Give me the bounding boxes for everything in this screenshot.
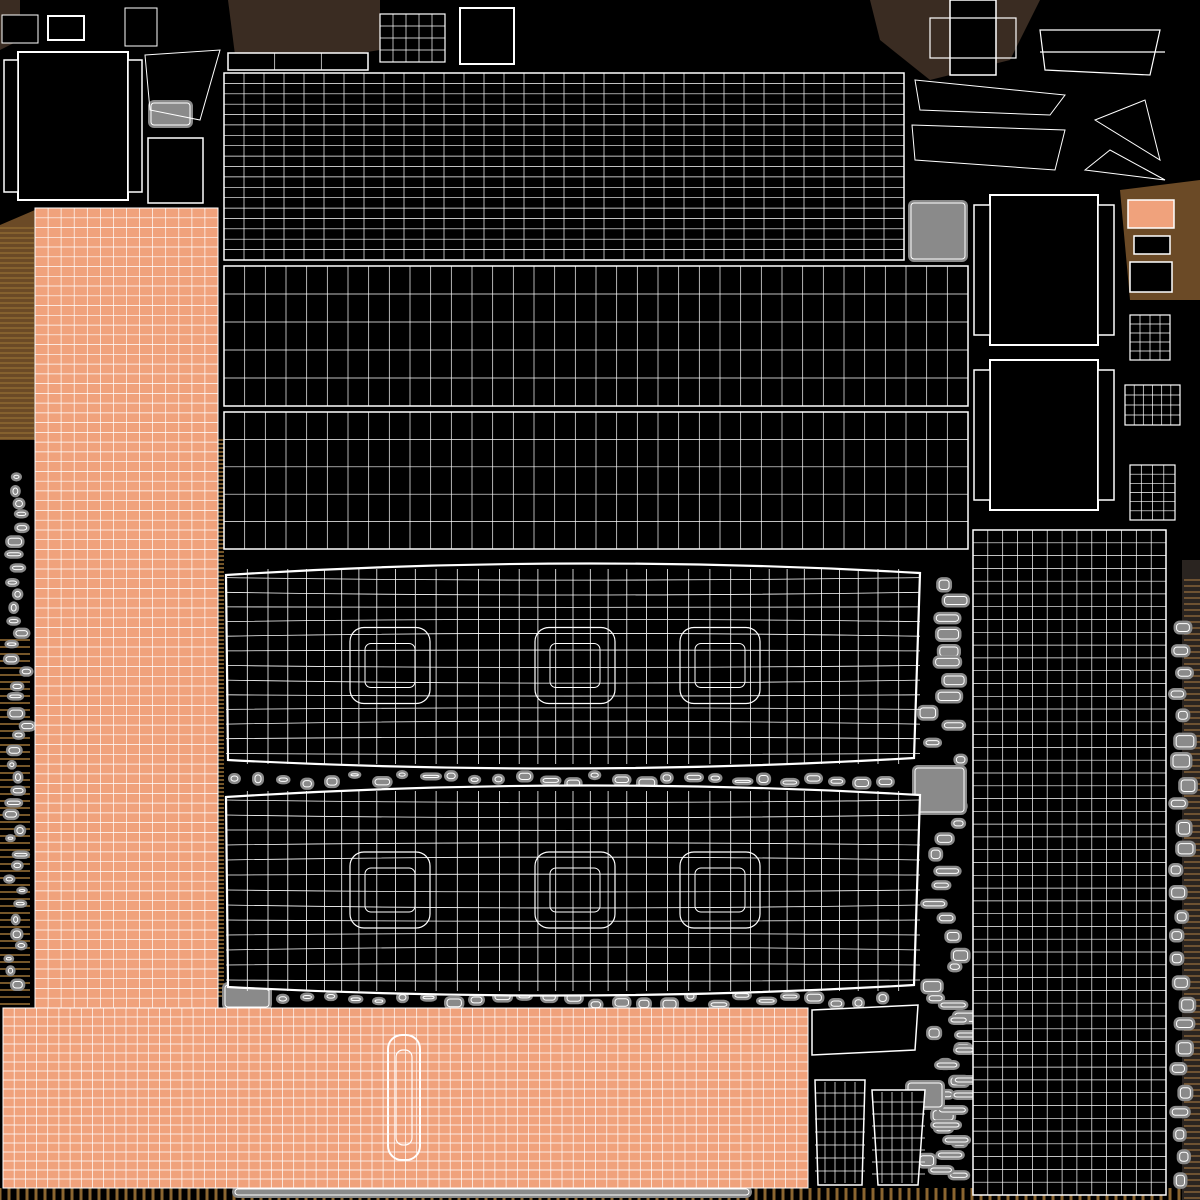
top-right-cross — [911, 0, 1166, 181]
left-skin-strip — [34, 207, 219, 1009]
upper-curved-cushion — [224, 562, 922, 770]
top-small-grid — [379, 13, 446, 63]
bottom-skin-strip — [2, 1007, 809, 1189]
top-black-panel — [223, 72, 905, 261]
middle-black-panel — [223, 265, 969, 407]
top-square-box — [459, 7, 515, 65]
right-cross-grid-2 — [1124, 384, 1181, 426]
right-cross-grid-3 — [1129, 464, 1176, 521]
top-thin-strip — [227, 52, 369, 71]
lower-black-panel — [223, 411, 969, 550]
right-tall-panel — [972, 529, 1167, 1196]
right-cross-grid-1 — [1129, 314, 1171, 361]
bottom-middle-pieces — [811, 1004, 926, 1186]
bottom-strip-oval-seam — [387, 1034, 421, 1161]
right-cube-pieces — [973, 194, 1175, 511]
top-left-block — [1, 7, 221, 204]
lower-curved-cushion — [224, 784, 922, 997]
hardware-clusters — [2, 100, 1198, 1198]
